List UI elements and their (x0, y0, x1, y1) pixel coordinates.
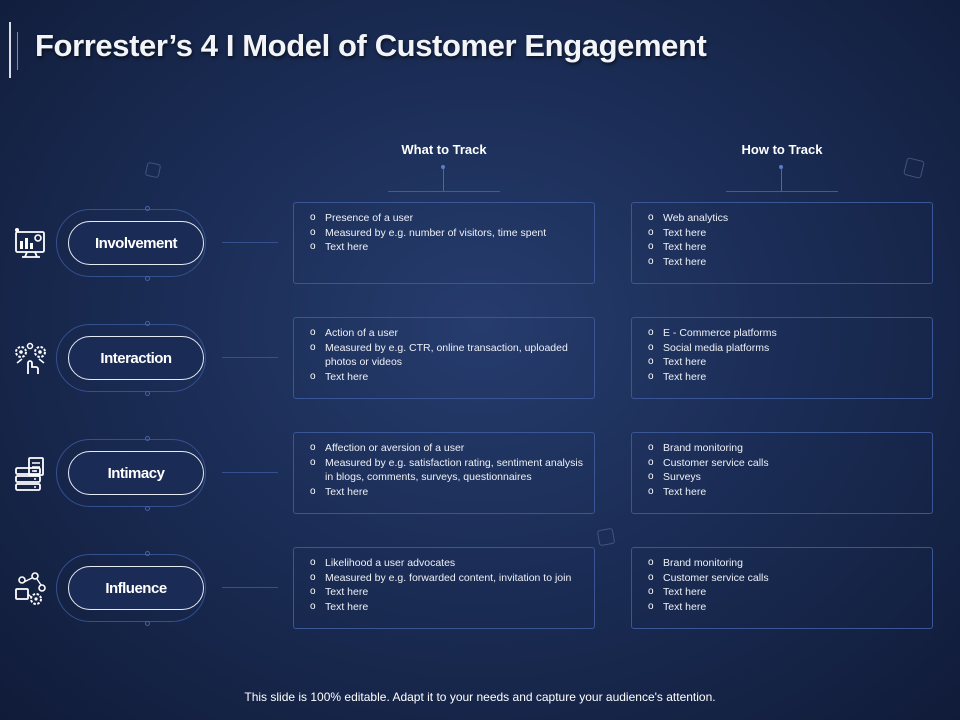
bullet-item: Text here (648, 240, 922, 255)
bullet-item: Customer service calls (648, 571, 922, 586)
title-accent-bar-thin (17, 32, 18, 70)
slide-title: Forrester’s 4 I Model of Customer Engage… (35, 28, 707, 63)
how-to-track-box: Brand monitoring Customer service calls … (631, 547, 933, 629)
stage-label-influence: Influence (68, 566, 204, 610)
connector-dot (145, 321, 150, 326)
pill-outline (56, 554, 206, 622)
column-dot-what (441, 165, 445, 169)
pill-outline (56, 324, 206, 392)
gears-hand-icon (15, 342, 46, 374)
bullet-item: Text here (648, 255, 922, 270)
connector-dot (145, 206, 150, 211)
column-rule-what (388, 191, 500, 192)
connector-line (222, 357, 278, 358)
column-stem-what (443, 165, 444, 191)
bullet-item: Text here (648, 485, 922, 500)
bullet-item: Surveys (648, 470, 922, 485)
bullet-item: Brand monitoring (648, 441, 922, 456)
bullet-item: Text here (648, 355, 922, 370)
bullet-item: Action of a user (310, 326, 584, 341)
what-to-track-box: Presence of a user Measured by e.g. numb… (293, 202, 595, 284)
network-people-icon (15, 572, 46, 605)
bullet-item: Web analytics (648, 211, 922, 226)
decorative-square (596, 527, 616, 547)
bullet-item: Brand monitoring (648, 556, 922, 571)
column-dot-how (779, 165, 783, 169)
bullet-item: Text here (310, 370, 584, 385)
connector-line (222, 587, 278, 588)
what-to-track-box: Likelihood a user advocates Measured by … (293, 547, 595, 629)
footer-note: This slide is 100% editable. Adapt it to… (244, 690, 716, 704)
what-to-track-box: Action of a user Measured by e.g. CTR, o… (293, 317, 595, 399)
what-to-track-box: Affection or aversion of a user Measured… (293, 432, 595, 514)
bullet-item: Text here (310, 585, 584, 600)
connector-dot (145, 436, 150, 441)
column-rule-how (726, 191, 838, 192)
row-influence: Influence Likelihood a user advocates Me… (0, 547, 960, 629)
bullet-item: Affection or aversion of a user (310, 441, 584, 456)
connector-line (222, 242, 278, 243)
bullet-item: Text here (648, 600, 922, 615)
how-to-track-box: Brand monitoring Customer service calls … (631, 432, 933, 514)
column-stem-how (781, 165, 782, 191)
bullet-item: Measured by e.g. forwarded content, invi… (310, 571, 584, 586)
bullet-item: Text here (648, 585, 922, 600)
bullet-item: Likelihood a user advocates (310, 556, 584, 571)
bullet-item: Measured by e.g. number of visitors, tim… (310, 226, 584, 241)
pill-outline (56, 209, 206, 277)
connector-dot (145, 276, 150, 281)
row-involvement: Involvement Presence of a user Measured … (0, 202, 960, 284)
how-to-track-box: Web analytics Text here Text here Text h… (631, 202, 933, 284)
bullet-item: E - Commerce platforms (648, 326, 922, 341)
bullet-item: Text here (310, 240, 584, 255)
connector-dot (145, 621, 150, 626)
bullet-item: Presence of a user (310, 211, 584, 226)
row-intimacy: Intimacy Affection or aversion of a user… (0, 432, 960, 514)
connector-line (222, 472, 278, 473)
connector-dot (145, 391, 150, 396)
bullet-item: Customer service calls (648, 456, 922, 471)
how-to-track-box: E - Commerce platforms Social media plat… (631, 317, 933, 399)
database-document-icon (15, 457, 44, 491)
column-header-what: What to Track (401, 142, 487, 157)
stage-label-interaction: Interaction (68, 336, 204, 380)
bullet-item: Measured by e.g. satisfaction rating, se… (310, 456, 584, 485)
decorative-square (144, 161, 162, 179)
row-interaction: Interaction Action of a user Measured by… (0, 317, 960, 399)
title-accent-bar (9, 22, 11, 78)
bullet-item: Text here (310, 485, 584, 500)
bullet-item: Text here (648, 226, 922, 241)
bullet-item: Measured by e.g. CTR, online transaction… (310, 341, 584, 370)
analytics-monitor-icon (15, 228, 45, 258)
decorative-square (903, 157, 925, 179)
stage-label-intimacy: Intimacy (68, 451, 204, 495)
bullet-item: Social media platforms (648, 341, 922, 356)
stage-label-involvement: Involvement (68, 221, 204, 265)
pill-outline (56, 439, 206, 507)
column-header-how: How to Track (741, 142, 823, 157)
bullet-item: Text here (310, 600, 584, 615)
connector-dot (145, 506, 150, 511)
bullet-item: Text here (648, 370, 922, 385)
connector-dot (145, 551, 150, 556)
